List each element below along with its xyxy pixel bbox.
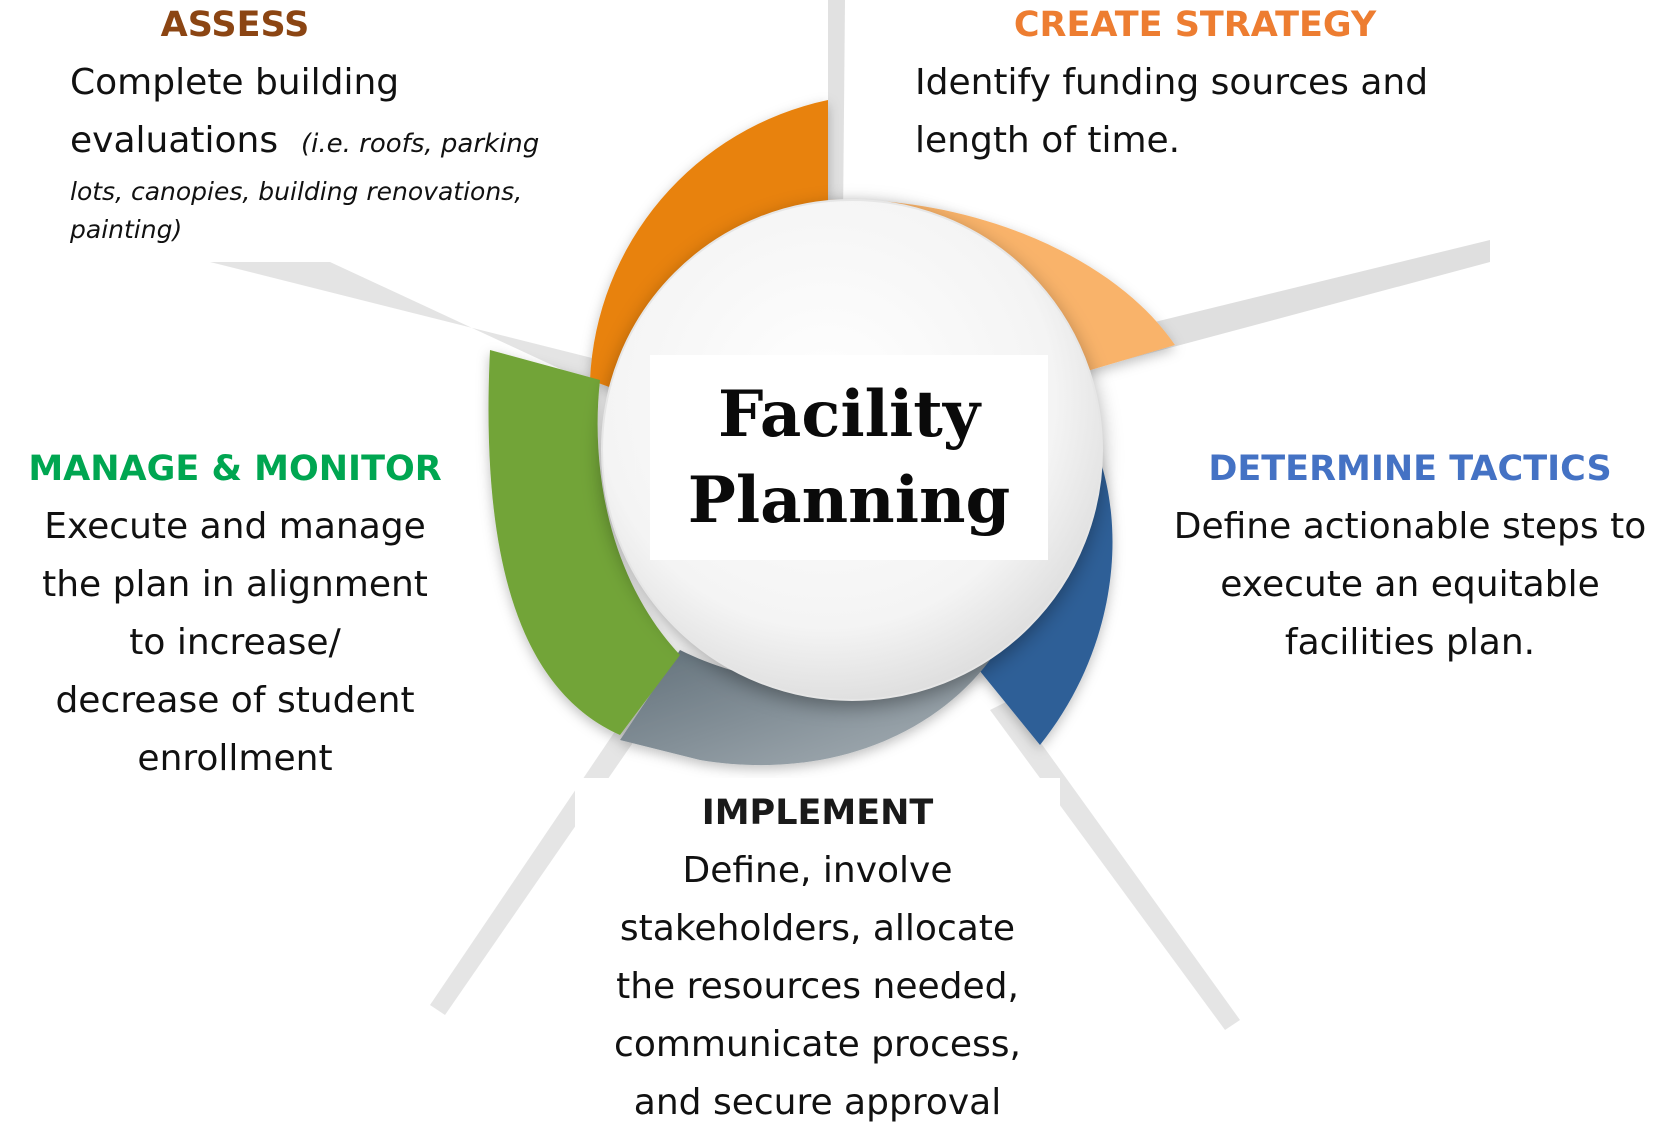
manage-monitor-text-line4: decrease of student xyxy=(55,680,415,721)
create-strategy-text: Identify funding sources and length of t… xyxy=(915,54,1535,170)
implement-text: Define, involve stakeholders, allocate t… xyxy=(575,842,1060,1132)
step-create-strategy: CREATE STRATEGY Identify funding sources… xyxy=(915,4,1535,170)
center-title: Facility Planning xyxy=(650,372,1048,544)
create-strategy-text-line2: length of time. xyxy=(915,120,1181,161)
step-assess: ASSESS Complete building evaluations (i.… xyxy=(70,4,590,249)
implement-text-line4: communicate process, xyxy=(614,1024,1021,1065)
assess-aside-line2: lots, canopies, building renovations, xyxy=(70,177,523,206)
manage-monitor-text-line1: Execute and manage xyxy=(44,506,426,547)
implement-box xyxy=(575,778,1060,1127)
step-implement: IMPLEMENT Define, involve stakeholders, … xyxy=(575,792,1060,1132)
implement-text-line5: and secure approval xyxy=(633,1082,1002,1123)
assess-aside-inline: (i.e. roofs, parking xyxy=(301,129,540,159)
center-title-line2: Planning xyxy=(687,463,1011,538)
assess-title: ASSESS xyxy=(160,5,310,45)
implement-title: IMPLEMENT xyxy=(701,793,934,833)
segment-implement xyxy=(620,640,990,766)
implement-text-line2: stakeholders, allocate xyxy=(619,908,1016,949)
step-determine-tactics: DETERMINE TACTICS Define actionable step… xyxy=(1150,448,1670,672)
step-manage-monitor: MANAGE & MONITOR Execute and manage the … xyxy=(0,448,470,788)
create-strategy-title: CREATE STRATEGY xyxy=(1013,5,1377,45)
implement-text-line1: Define, involve xyxy=(682,850,953,891)
create-strategy-text-line1: Identify funding sources and xyxy=(915,62,1429,103)
center-title-line1: Facility xyxy=(717,377,981,452)
assess-aside: lots, canopies, building renovations, pa… xyxy=(70,173,590,249)
determine-tactics-title: DETERMINE TACTICS xyxy=(1208,449,1612,489)
assess-text-line2-main: evaluations xyxy=(70,120,279,161)
hub-rim xyxy=(601,199,1103,701)
manage-monitor-text: Execute and manage the plan in alignment… xyxy=(0,498,470,788)
determine-tactics-text-line1: Define actionable steps to xyxy=(1173,506,1647,547)
segment-manage-monitor xyxy=(488,350,680,735)
implement-text-line3: the resources needed, xyxy=(616,966,1019,1007)
assess-text: Complete building evaluations (i.e. roof… xyxy=(70,54,590,173)
manage-monitor-text-line3: to increase/ xyxy=(129,622,341,663)
determine-tactics-text-line2: execute an equitable xyxy=(1220,564,1600,605)
assess-text-line1: Complete building xyxy=(70,62,400,103)
determine-tactics-text-line3: facilities plan. xyxy=(1284,622,1536,663)
manage-monitor-title: MANAGE & MONITOR xyxy=(28,449,442,489)
center-label-box xyxy=(650,355,1048,560)
assess-text-line2: evaluations (i.e. roofs, parking xyxy=(70,112,590,173)
determine-tactics-text: Define actionable steps to execute an eq… xyxy=(1150,498,1670,672)
manage-monitor-text-line2: the plan in alignment xyxy=(42,564,428,605)
assess-aside-line3: painting) xyxy=(70,215,183,244)
manage-monitor-text-line5: enrollment xyxy=(137,738,333,779)
